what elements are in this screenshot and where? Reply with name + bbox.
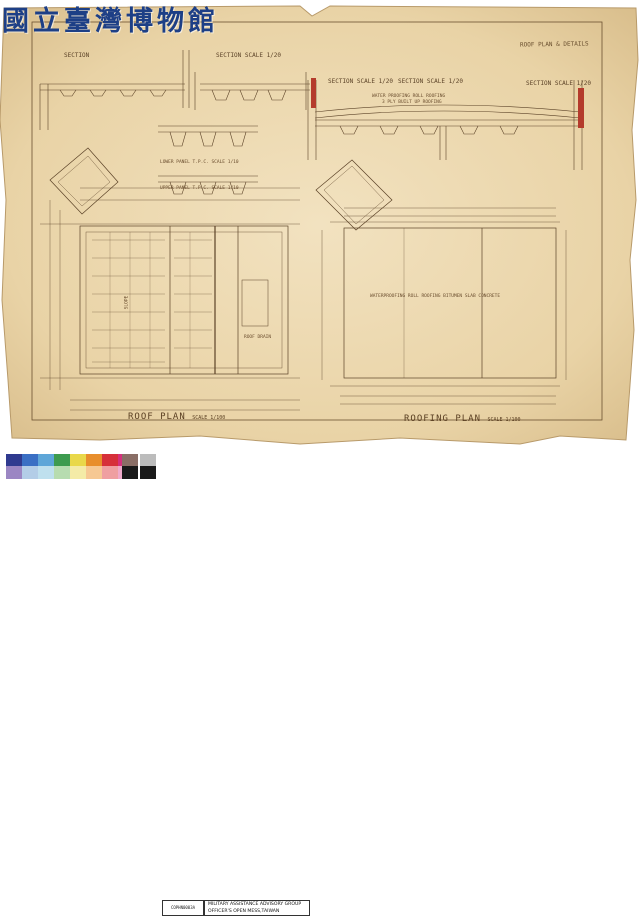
archive-label-line-2: OFFICER'S OPEN MESS,TAIWAN xyxy=(208,908,280,914)
lower-panel-label: LOWER PANEL T.P.C. SCALE 1/10 xyxy=(160,160,239,165)
swatch-bottom xyxy=(22,466,38,479)
neutral-bottom xyxy=(140,466,156,479)
swatch-bottom xyxy=(86,466,102,479)
roof-plan-scale: SCALE 1/100 xyxy=(192,415,226,421)
archive-code: COPHN0003A xyxy=(162,900,204,916)
roof-plan-drawing xyxy=(40,147,300,411)
swatch-bottom xyxy=(38,466,54,479)
blueprint-drawing xyxy=(0,5,639,445)
color-swatch-7 xyxy=(102,454,118,479)
section-label-1: SECTION xyxy=(64,52,90,59)
swatch-bottom xyxy=(6,466,22,479)
color-swatch-6 xyxy=(86,454,102,479)
upper-panel-label: UPPER PANEL T.P.C. SCALE 1/10 xyxy=(160,186,239,191)
swatch-bottom xyxy=(54,466,70,479)
swatch-top xyxy=(86,454,102,466)
neutral-top xyxy=(140,454,156,466)
roof-slab-note-2: 3 PLY BUILT UP ROOFING xyxy=(382,100,442,105)
sheet-title: ROOF PLAN & DETAILS xyxy=(519,40,589,49)
slope-note: SLOPE xyxy=(124,295,130,310)
roof-slab-note: WATER PROOFING ROLL ROOFING xyxy=(372,94,446,99)
swatch-top xyxy=(22,454,38,466)
roofing-plan-drawing xyxy=(315,159,567,405)
swatch-bottom xyxy=(102,466,118,479)
section-label-2: SECTION SCALE 1/20 xyxy=(216,52,282,59)
blueprint-sheet: 國立臺灣博物館 ROOF PLAN & DETAILS SECTION SECT… xyxy=(0,0,640,450)
swatch-bottom xyxy=(70,466,86,479)
roofing-plan-scale: SCALE 1/100 xyxy=(487,417,521,423)
red-marks xyxy=(311,78,584,128)
paper-background xyxy=(0,5,639,445)
archive-label: MILITARY ASSISTANCE ADVISORY GROUP OFFIC… xyxy=(204,900,310,916)
neutral-bottom xyxy=(122,466,138,479)
swatch-top xyxy=(102,454,118,466)
swatch-top xyxy=(70,454,86,466)
neutral-swatch-1 xyxy=(122,454,138,479)
roof-drain-note: ROOF DRAIN xyxy=(244,335,272,340)
section-label-4: SECTION SCALE 1/20 xyxy=(398,78,464,85)
archive-footer: COPHN0003A MILITARY ASSISTANCE ADVISORY … xyxy=(0,450,640,916)
roofing-plan-title: ROOFING PLAN SCALE 1/100 xyxy=(404,414,521,424)
neutral-swatch-2 xyxy=(140,454,156,479)
museum-logo: 國立臺灣博物館 xyxy=(2,6,219,37)
color-swatch-2 xyxy=(22,454,38,479)
roof-plan-title: ROOF PLAN SCALE 1/100 xyxy=(128,412,225,422)
archive-label-line-1: MILITARY ASSISTANCE ADVISORY GROUP xyxy=(208,902,302,907)
waterproofing-note: WATERPROOFING ROLL ROOFING BITUMEN SLAB … xyxy=(370,294,501,299)
color-swatch-5 xyxy=(70,454,86,479)
swatch-top xyxy=(38,454,54,466)
roof-plan-title-text: ROOF PLAN xyxy=(128,412,186,422)
color-swatch-3 xyxy=(38,454,54,479)
swatch-top xyxy=(6,454,22,466)
section-label-3: SECTION SCALE 1/20 xyxy=(328,78,394,85)
section-label-5: SECTION SCALE 1/20 xyxy=(526,80,592,87)
roofing-plan-title-text: ROOFING PLAN xyxy=(404,414,482,424)
color-swatch-1 xyxy=(6,454,22,479)
color-swatch-4 xyxy=(54,454,70,479)
neutral-top xyxy=(122,454,138,466)
swatch-top xyxy=(54,454,70,466)
